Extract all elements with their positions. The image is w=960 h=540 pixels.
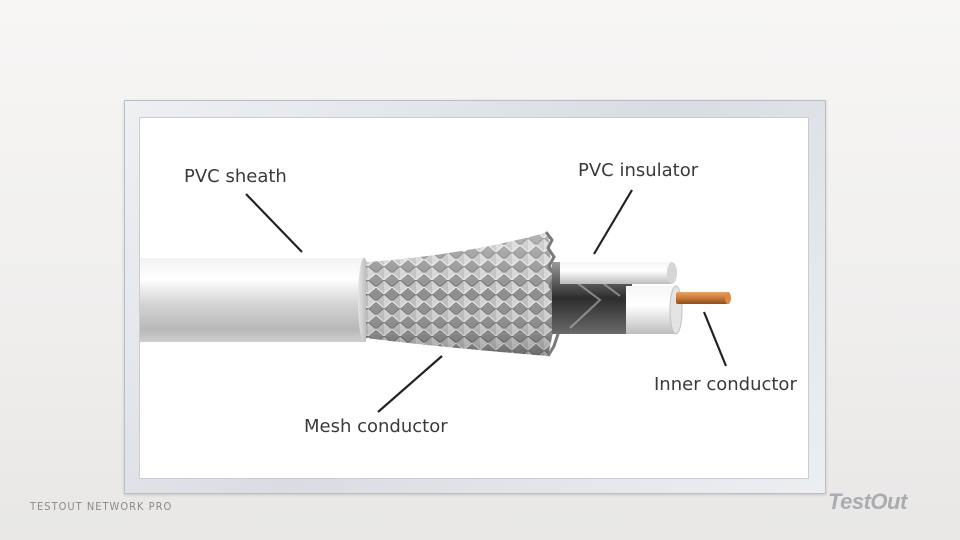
pvc-sheath-pointer	[245, 193, 303, 253]
pvc-insulator-label: PVC insulator	[578, 160, 699, 181]
pvc-insulator-pointer	[593, 189, 633, 255]
inner-conductor-label: Inner conductor	[654, 374, 797, 395]
mesh-conductor-label: Mesh conductor	[304, 416, 448, 437]
pvc-sheath-label: PVC sheath	[184, 166, 287, 187]
pvc-insulator-shape	[560, 262, 683, 335]
inner-conductor-shape	[676, 292, 731, 304]
testout-logo: TestOut	[828, 489, 907, 514]
course-footer: TESTOUT NETWORK PRO	[30, 500, 173, 513]
inner-conductor-pointer	[702, 311, 728, 367]
pvc-sheath-shape	[140, 258, 370, 342]
mesh-conductor-pointer	[377, 355, 443, 413]
mesh-conductor-shape	[366, 231, 560, 357]
